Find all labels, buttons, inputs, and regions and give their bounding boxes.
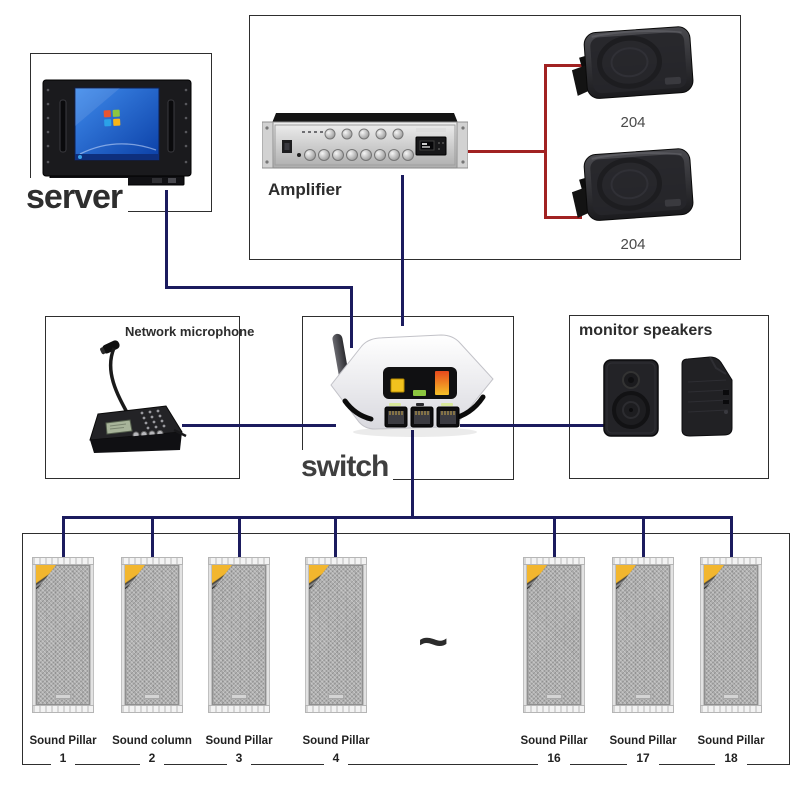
switch-group-box (302, 316, 514, 480)
server-rack-monitor (42, 79, 192, 186)
connector-server-down (165, 190, 168, 287)
sound-pillar-16 (523, 557, 585, 713)
pillar-number-16: 16 (509, 751, 599, 765)
connector-amplifier-to-switch (401, 175, 404, 326)
monitor-speakers-label: monitor speakers (575, 322, 717, 340)
pillar-cap (32, 557, 94, 565)
sound-pillars-group-box (22, 533, 790, 765)
pillar-name-3: Sound Pillar (205, 735, 273, 747)
pillar-drop-17 (642, 516, 645, 559)
microphone-group-box (45, 316, 240, 479)
pillar-mesh (36, 565, 90, 705)
pillar-drop-16 (553, 516, 556, 559)
network-microphone-device (89, 340, 187, 453)
pillar-drop-4 (334, 516, 337, 559)
pillar-name-1: Sound Pillar (29, 735, 97, 747)
pillar-number-2: 2 (107, 751, 197, 765)
pillar-name-18: Sound Pillar (697, 735, 765, 747)
speaker-line-bottom-branch (544, 216, 582, 219)
pillar-name-4: Sound Pillar (302, 735, 370, 747)
sound-pillar-4 (305, 557, 367, 713)
pillar-drop-2 (151, 516, 154, 559)
pillar-number-1: 1 (18, 751, 108, 765)
connector-mic-to-switch (182, 424, 336, 427)
sound-pillar-1 (32, 557, 94, 713)
connector-switch-to-monitors (460, 424, 610, 427)
speaker-line-vertical (544, 64, 547, 219)
monitor-speakers-device (603, 356, 733, 437)
sound-pillar-18 (700, 557, 762, 713)
amplifier-group-box (249, 15, 741, 260)
connector-server-across (165, 286, 353, 289)
pillar-name-2: Sound column (112, 735, 192, 747)
server-label: server (26, 178, 129, 217)
speaker-204-label-1: 204 (620, 114, 646, 131)
monitor-speakers-group-box (569, 315, 769, 479)
switch-device (330, 333, 494, 437)
pillar-number-18: 18 (686, 751, 776, 765)
speaker-line-top-branch (544, 64, 582, 67)
pillar-range-ellipsis: ~ (418, 613, 449, 671)
speaker-204-label-2: 204 (620, 236, 646, 253)
pillar-drop-3 (238, 516, 241, 559)
sound-pillar-2 (121, 557, 183, 713)
pillar-name-16: Sound Pillar (520, 735, 588, 747)
pillar-bus-line (62, 516, 733, 519)
sound-pillar-17 (612, 557, 674, 713)
pillar-name-17: Sound Pillar (609, 735, 677, 747)
pillar-number-17: 17 (598, 751, 688, 765)
wall-speaker-2 (571, 148, 694, 221)
connector-switch-down (411, 430, 414, 518)
pillar-drop-18 (730, 516, 733, 559)
connector-server-to-switch (350, 286, 353, 348)
sound-pillar-3 (208, 557, 270, 713)
amplifier-label: Amplifier (268, 180, 342, 199)
network-microphone-label: Network microphone (125, 324, 255, 339)
speaker-line-amp-out (466, 150, 547, 153)
switch-label: switch (301, 450, 394, 484)
amplifier-device (262, 113, 468, 169)
pillar-number-3: 3 (194, 751, 284, 765)
pillar-drop-1 (62, 516, 65, 559)
pillar-number-4: 4 (291, 751, 381, 765)
wall-speaker-1 (571, 26, 694, 99)
